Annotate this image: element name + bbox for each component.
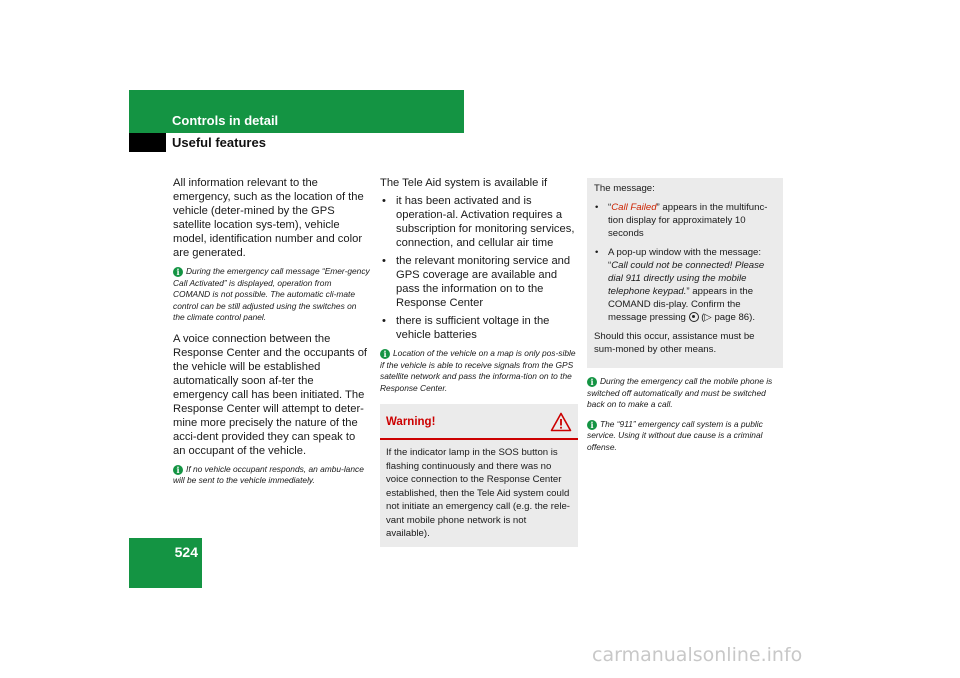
message-list: •“Call Failed” appears in the multifunc-… [594, 201, 777, 324]
availability-list: •it has been activated and is operation-… [380, 194, 578, 342]
watermark: carmanualsonline.info [592, 644, 803, 666]
list-item: •the relevant monitoring service and GPS… [382, 255, 571, 309]
list-item: •it has been activated and is operation-… [382, 195, 575, 249]
bullet-icon: • [382, 195, 386, 207]
display-message-popup: Call could not be connected! Please dial… [608, 260, 765, 297]
paragraph-voice-connection: A voice connection between the Response … [173, 332, 368, 457]
section-title: Controls in detail [172, 113, 279, 128]
bullet-icon: • [382, 315, 386, 327]
page-number-box: 524 [129, 538, 202, 588]
warning-box: Warning! If the indicator lamp in the SO… [380, 404, 578, 547]
info-note-text: The “911” emergency call system is a pub… [587, 418, 763, 452]
message-box: The message: •“Call Failed” appears in t… [587, 178, 783, 368]
list-item: •A pop-up window with the message: “Call… [595, 247, 765, 323]
info-icon: i [173, 267, 183, 277]
warning-title: Warning! [386, 416, 436, 428]
info-note-text: During the emergency call message “Emer-… [173, 266, 370, 322]
page-number: 524 [174, 544, 198, 560]
bullet-icon: • [595, 202, 599, 213]
column-middle: The Tele Aid system is available if •it … [380, 176, 578, 547]
list-item: •“Call Failed” appears in the multifunc-… [595, 202, 768, 239]
list-item: •there is sufficient voltage in the vehi… [382, 315, 550, 341]
header-bar [129, 90, 464, 133]
message-intro: The message: [594, 183, 655, 194]
paragraph-availability-intro: The Tele Aid system is available if [380, 177, 548, 189]
section-subtitle: Useful features [172, 135, 266, 150]
display-message-call-failed: Call Failed [611, 202, 657, 213]
command-button-icon [688, 312, 699, 322]
paragraph-emergency-info: All information relevant to the emergenc… [173, 177, 364, 259]
page-reference: (▷ page 86). [701, 312, 755, 323]
info-note-text: Location of the vehicle on a map is only… [380, 348, 576, 393]
warning-header: Warning! [380, 404, 578, 440]
warning-text: If the indicator lamp in the SOS button … [386, 447, 570, 539]
message-outro: Should this occur, assistance must be su… [594, 331, 755, 355]
info-icon: i [380, 349, 390, 359]
info-icon: i [173, 464, 183, 475]
column-left: All information relevant to the emergenc… [173, 176, 370, 495]
column-right: The message: •“Call Failed” appears in t… [587, 178, 783, 461]
header-tab-marker [129, 133, 166, 152]
info-note-text: If no vehicle occupant responds, an ambu… [173, 463, 364, 486]
bullet-icon: • [595, 247, 599, 258]
bullet-icon: • [382, 255, 386, 267]
warning-triangle-icon [550, 412, 572, 432]
info-icon: i [587, 419, 597, 430]
info-note-text: During the emergency call the mobile pho… [587, 376, 773, 409]
info-icon: i [587, 377, 597, 387]
